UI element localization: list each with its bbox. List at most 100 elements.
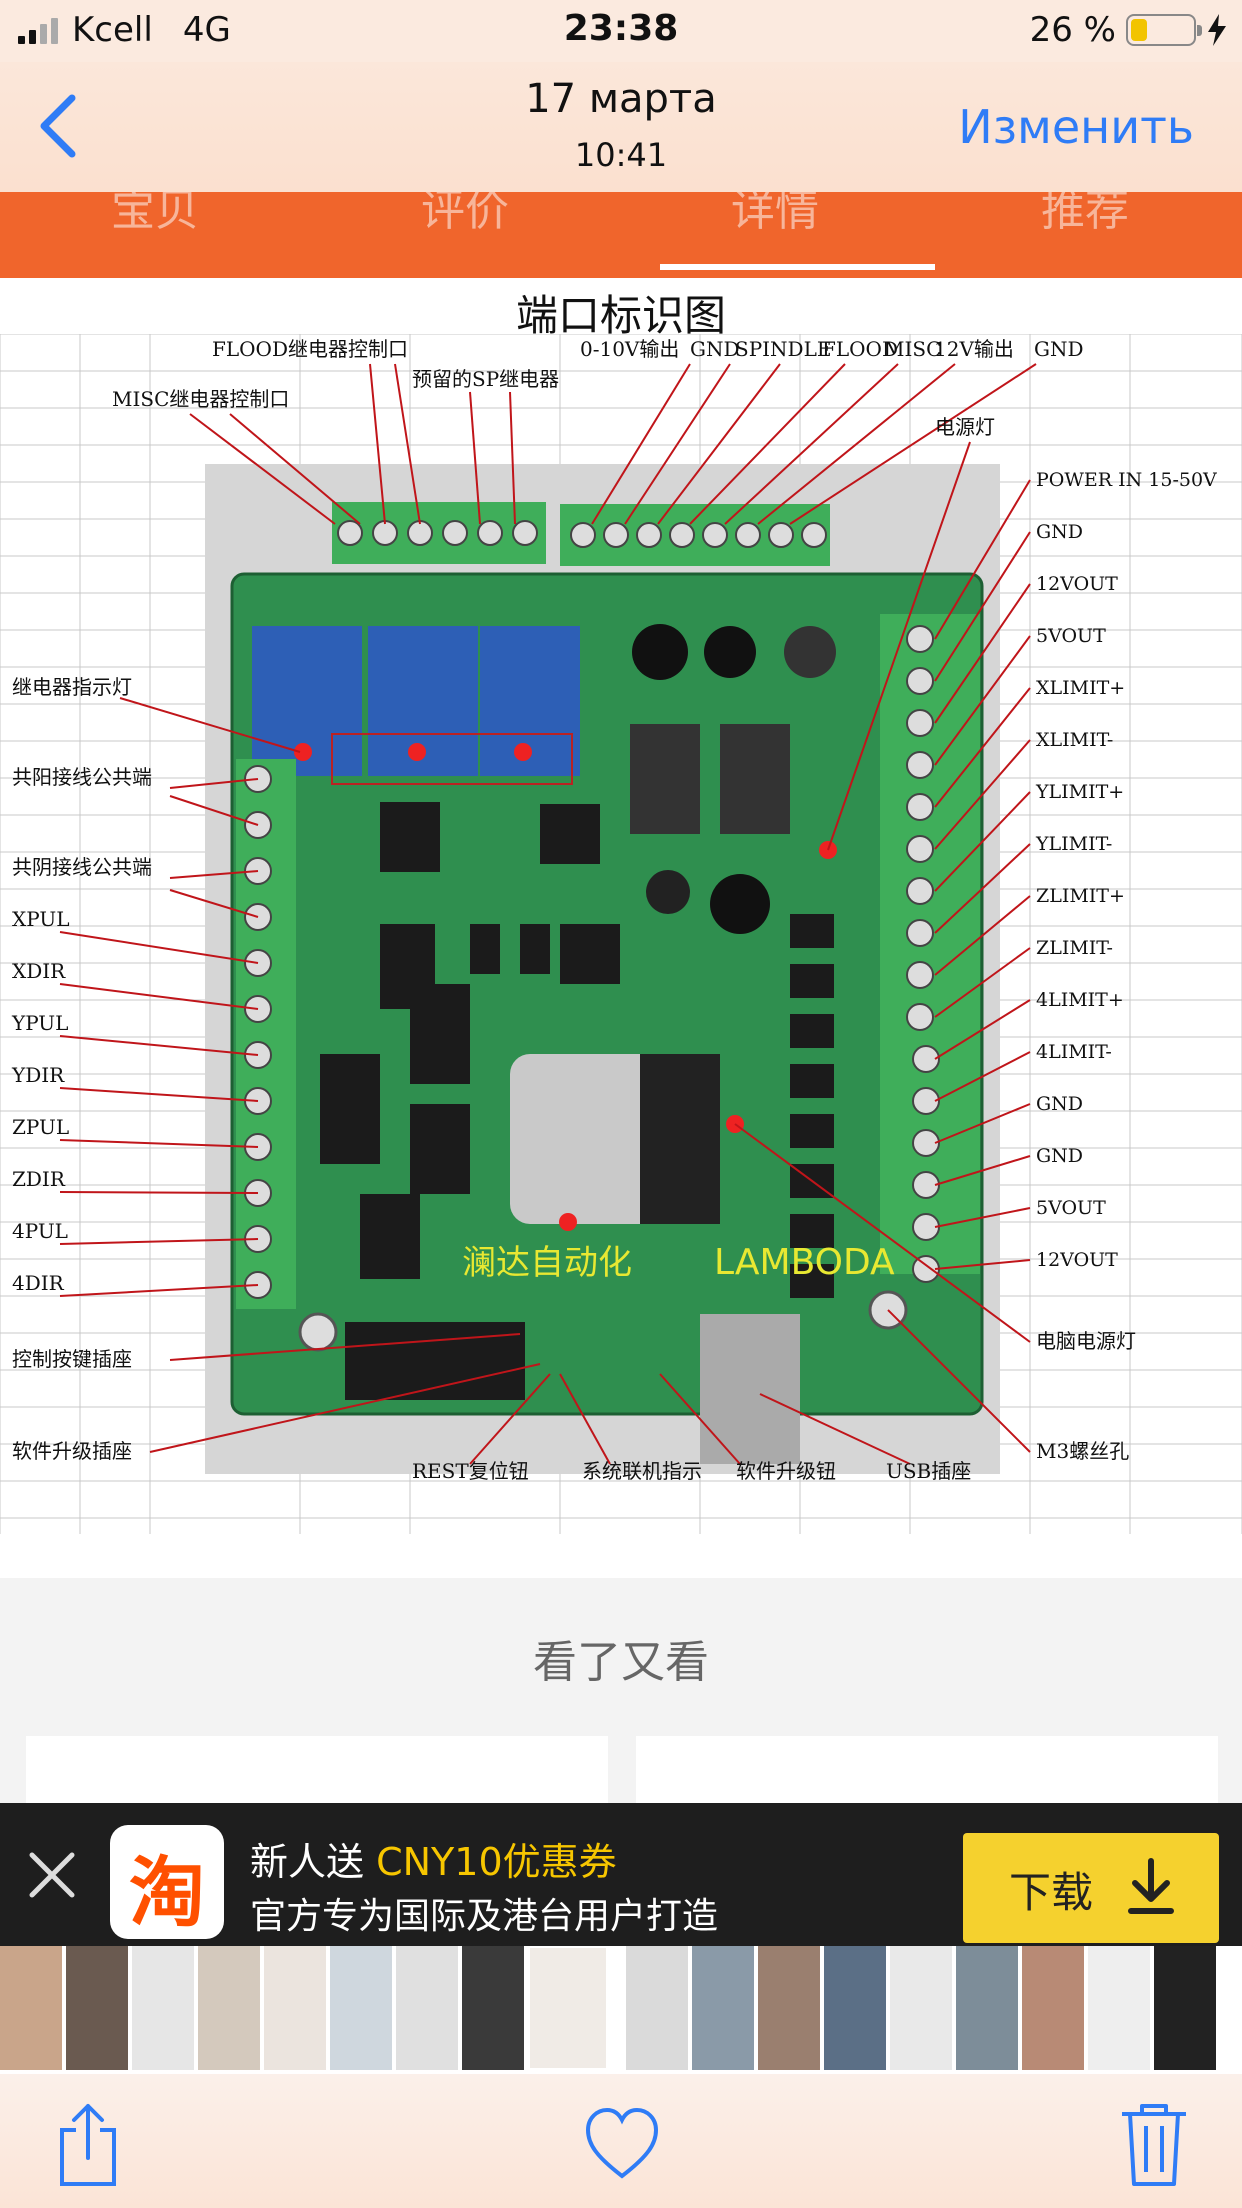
- leader-line: [369, 363, 386, 525]
- leader-line: [189, 413, 336, 525]
- leader-line: [689, 363, 846, 525]
- usb-socket: [700, 1314, 800, 1464]
- leader-line: [591, 363, 691, 525]
- photo-time: 10:41: [574, 136, 668, 174]
- label-power-led: 电源灯: [935, 415, 995, 439]
- close-banner-button[interactable]: [22, 1845, 82, 1905]
- photo-thumbnail[interactable]: [330, 1946, 392, 2070]
- photo-thumbnail[interactable]: [66, 1946, 128, 2070]
- photo-thumbnail[interactable]: [626, 1946, 688, 2070]
- right-port-label: GND: [1036, 1093, 1083, 1115]
- top-left-terminal-block: [332, 502, 546, 564]
- signal-strength-icon: [18, 16, 58, 44]
- label-misc-relay: MISC继电器控制口: [112, 387, 289, 411]
- leader-line: [934, 1051, 1031, 1102]
- photo-thumbnail[interactable]: [396, 1946, 458, 2070]
- label-flood: FLOOD: [822, 337, 898, 361]
- leader-line: [934, 895, 1031, 976]
- carrier-name: Kcell: [72, 10, 153, 50]
- terminal-screw: [768, 522, 794, 548]
- share-button[interactable]: [48, 2100, 128, 2190]
- leader-line: [59, 1139, 259, 1148]
- terminal-screw: [912, 1129, 940, 1157]
- terminal-screw: [906, 877, 934, 905]
- tab-item: 宝贝: [111, 192, 199, 236]
- board-brand-cn: 澜达自动化: [462, 1243, 632, 1283]
- left-port-label: ZDIR: [12, 1167, 66, 1191]
- taobao-logo: 淘: [110, 1825, 224, 1939]
- right-port-label: 4LIMIT-: [1036, 1041, 1112, 1063]
- leader-line: [934, 687, 1031, 808]
- photo-thumbnail[interactable]: [462, 1946, 524, 2070]
- leader-line: [149, 1363, 541, 1453]
- photo-thumbnail[interactable]: [956, 1946, 1018, 2070]
- photo-thumbnail[interactable]: [692, 1946, 754, 2070]
- photo-thumbnail[interactable]: [1022, 1946, 1084, 2070]
- terminal-screw: [570, 522, 596, 548]
- right-port-label: ZLIMIT-: [1036, 937, 1113, 959]
- terminal-screw: [442, 520, 468, 546]
- board-brand-en: LAMBODA: [714, 1242, 895, 1283]
- also-viewed-title: 看了又看: [533, 1637, 709, 1688]
- terminal-screw: [603, 522, 629, 548]
- terminal-screw: [906, 919, 934, 947]
- terminal-screw: [801, 522, 827, 548]
- promo-headline: 新人送 CNY10优惠券: [250, 1840, 617, 1884]
- photo-thumbnail-strip[interactable]: [0, 1946, 1242, 2074]
- leader-line: [934, 739, 1031, 850]
- leader-line: [59, 1087, 259, 1102]
- terminal-screw: [702, 522, 728, 548]
- leader-line: [759, 1393, 911, 1465]
- leader-line: [934, 947, 1031, 1018]
- product-tabs: 宝贝 评价 详情 推荐: [0, 192, 1242, 278]
- label-m3-screw-hole: M3螺丝孔: [1036, 1439, 1129, 1463]
- terminal-screw: [735, 522, 761, 548]
- leader-line: [734, 1123, 1031, 1343]
- back-button[interactable]: [30, 90, 90, 160]
- photo-thumbnail[interactable]: [528, 1946, 608, 2070]
- also-viewed-section: 看了又看: [0, 1578, 1242, 1826]
- photo-thumbnail[interactable]: [0, 1946, 62, 2070]
- leader-line: [934, 843, 1031, 934]
- leader-line: [934, 479, 1031, 640]
- photo-thumbnail[interactable]: [198, 1946, 260, 2070]
- leader-line: [59, 1238, 259, 1245]
- right-port-label: XLIMIT-: [1036, 729, 1113, 751]
- photo-thumbnail[interactable]: [824, 1946, 886, 2070]
- terminal-screw: [906, 751, 934, 779]
- terminal-screw: [407, 520, 433, 546]
- photo-thumbnail[interactable]: [132, 1946, 194, 2070]
- leader-line: [934, 1207, 1031, 1228]
- leader-line: [59, 1284, 259, 1297]
- label-top-gnd-2: GND: [1034, 337, 1084, 361]
- left-port-label: 共阳接线公共端: [12, 765, 152, 789]
- favorite-button[interactable]: [582, 2100, 662, 2190]
- left-port-label: YDIR: [11, 1063, 65, 1087]
- photo-thumbnail[interactable]: [1088, 1946, 1150, 2070]
- photo-thumbnail[interactable]: [758, 1946, 820, 2070]
- right-port-label: GND: [1036, 521, 1083, 543]
- battery-icon: [1126, 14, 1202, 46]
- photo-thumbnail[interactable]: [1154, 1946, 1216, 2070]
- leader-line: [169, 870, 259, 879]
- edit-button[interactable]: Изменить: [958, 100, 1194, 154]
- tab-reviews: 评价: [421, 192, 509, 236]
- photo-thumbnail[interactable]: [264, 1946, 326, 2070]
- tab-recommend: 推荐: [1041, 192, 1129, 236]
- right-port-label: YLIMIT+: [1035, 781, 1124, 803]
- label-flood-relay: FLOOD继电器控制口: [212, 337, 408, 361]
- right-port-label: ZLIMIT+: [1036, 885, 1125, 907]
- download-button[interactable]: 下载: [963, 1833, 1219, 1943]
- delete-button[interactable]: [1114, 2100, 1194, 2190]
- leader-line: [934, 583, 1031, 724]
- leader-line: [934, 1155, 1031, 1186]
- download-label: 下载: [1009, 1868, 1094, 1917]
- leader-line: [169, 795, 259, 826]
- heart-icon: [585, 2107, 659, 2179]
- leader-line: [657, 363, 781, 525]
- voltage-regulator-heatsink: [510, 1054, 660, 1224]
- photo-thumbnail[interactable]: [890, 1946, 952, 2070]
- leader-line: [659, 1373, 741, 1465]
- right-port-label: 4LIMIT+: [1036, 989, 1124, 1011]
